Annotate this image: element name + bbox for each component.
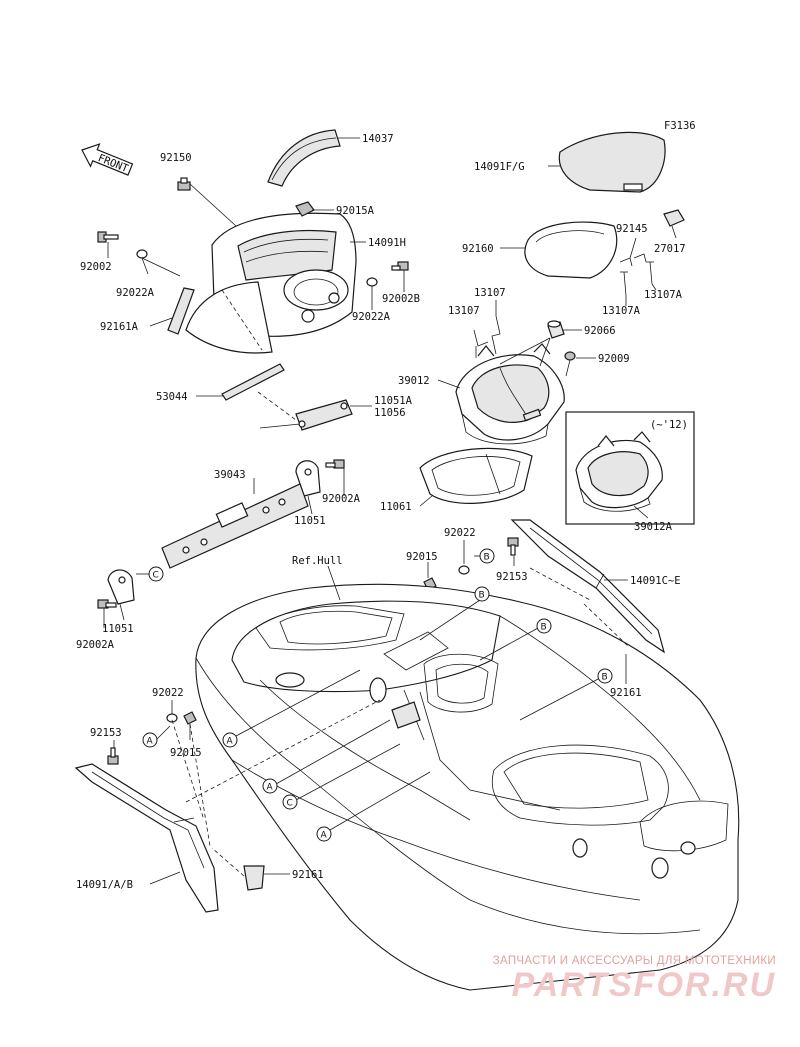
part-92009 xyxy=(564,351,576,377)
part-92161A xyxy=(167,287,195,335)
callout-b-2: B xyxy=(536,618,552,634)
figure-code: F3136 xyxy=(664,120,696,132)
label-14037: 14037 xyxy=(362,133,394,145)
part-14091CE xyxy=(510,519,666,654)
callout-b-1: B xyxy=(474,586,490,602)
part-92153-mid xyxy=(507,537,519,556)
part-92066 xyxy=(547,320,565,339)
part-13107 xyxy=(473,315,501,355)
callout-circles: C B B B B A A A C A xyxy=(142,548,613,842)
label-39012: 39012 xyxy=(398,375,430,387)
svg-text:B: B xyxy=(602,673,608,683)
part-92160 xyxy=(524,221,618,279)
label-14091CE: 14091C~E xyxy=(630,575,681,587)
part-13107A xyxy=(620,261,654,297)
part-92161-low xyxy=(243,865,265,891)
range-note: (~'12) xyxy=(650,419,688,431)
label-27017: 27017 xyxy=(654,243,686,255)
label-39012A: 39012A xyxy=(634,521,673,533)
callout-c-lower: C xyxy=(282,794,298,810)
label-92022A-left: 92022A xyxy=(116,287,155,299)
label-11051-top: 11051 xyxy=(294,515,326,527)
label-92153-low: 92153 xyxy=(90,727,122,739)
label-92160: 92160 xyxy=(462,243,494,255)
part-11051-bottom xyxy=(107,569,135,605)
svg-text:A: A xyxy=(227,737,234,747)
label-92022-low: 92022 xyxy=(152,687,184,699)
svg-text:A: A xyxy=(147,737,154,747)
label-13107A-b: 13107A xyxy=(602,305,641,317)
callout-b-mid: B xyxy=(479,548,495,564)
part-92022-mid xyxy=(458,565,470,575)
part-53044 xyxy=(221,363,285,401)
label-92015A: 92015A xyxy=(336,205,375,217)
label-92015-low: 92015 xyxy=(170,747,202,759)
callout-a-3: A xyxy=(316,826,332,842)
part-14091AB xyxy=(74,763,219,913)
part-92145 xyxy=(619,253,647,267)
label-92002B: 92002B xyxy=(382,293,420,305)
part-92002A-bottom xyxy=(97,599,117,609)
label-39043: 39043 xyxy=(214,469,246,481)
label-92145: 92145 xyxy=(616,223,648,235)
part-92002A-top xyxy=(325,459,345,469)
part-92015-low xyxy=(183,711,197,725)
label-92022A-right: 92022A xyxy=(352,311,391,323)
part-39012A xyxy=(575,431,663,512)
svg-text:C: C xyxy=(287,799,293,809)
callout-a-low: A xyxy=(142,732,158,748)
label-92161-right: 92161 xyxy=(610,687,642,699)
label-53044: 53044 xyxy=(156,391,188,403)
svg-text:A: A xyxy=(321,831,328,841)
svg-text:C: C xyxy=(153,571,159,581)
callout-b-3: B xyxy=(597,668,613,684)
part-92002-top xyxy=(97,231,119,243)
label-13107-b: 13107 xyxy=(474,287,506,299)
label-92161-low: 92161 xyxy=(292,869,324,881)
label-11051A: 11051A xyxy=(374,395,413,407)
label-14091AB: 14091/A/B xyxy=(76,879,133,891)
part-14091FG xyxy=(558,131,666,193)
label-92009: 92009 xyxy=(598,353,630,365)
leader-lines xyxy=(103,137,677,885)
part-39012 xyxy=(455,343,565,445)
part-14037 xyxy=(267,129,341,187)
label-92002-top: 92002 xyxy=(80,261,112,273)
label-13107-a: 13107 xyxy=(448,305,480,317)
label-13107A-a: 13107A xyxy=(644,289,683,301)
label-11056: 11056 xyxy=(374,407,406,419)
label-92161A: 92161A xyxy=(100,321,139,333)
part-number-labels: 14037 92150 92015A 14091H 92002 92022A 9… xyxy=(76,133,686,891)
label-92153-mid: 92153 xyxy=(496,571,528,583)
label-92002A-top: 92002A xyxy=(322,493,361,505)
svg-text:B: B xyxy=(479,591,485,601)
svg-text:A: A xyxy=(267,783,274,793)
part-92022A-left xyxy=(136,249,148,259)
hull xyxy=(195,583,740,991)
label-11061: 11061 xyxy=(380,501,412,513)
part-27017 xyxy=(663,209,685,227)
part-92153-low xyxy=(107,747,119,765)
label-92015-mid: 92015 xyxy=(406,551,438,563)
part-92022A-right xyxy=(366,277,378,287)
part-92150 xyxy=(177,177,191,191)
label-92066: 92066 xyxy=(584,325,616,337)
svg-text:B: B xyxy=(541,623,547,633)
ref-hull-label: Ref.Hull xyxy=(292,555,343,567)
callout-c-upper: C xyxy=(148,566,164,582)
callout-a-1: A xyxy=(222,732,238,748)
label-14091H: 14091H xyxy=(368,237,406,249)
label-92022-mid: 92022 xyxy=(444,527,476,539)
part-92002B xyxy=(391,261,409,271)
label-92002A-bottom: 92002A xyxy=(76,639,115,651)
part-11051-top xyxy=(295,460,321,497)
label-14091FG: 14091F/G xyxy=(474,161,525,173)
front-arrow-icon: FRONT xyxy=(81,143,134,176)
svg-text:B: B xyxy=(484,553,490,563)
label-92150: 92150 xyxy=(160,152,192,164)
label-11051-bottom: 11051 xyxy=(102,623,134,635)
part-39043 xyxy=(161,483,309,569)
callout-a-2: A xyxy=(262,778,278,794)
